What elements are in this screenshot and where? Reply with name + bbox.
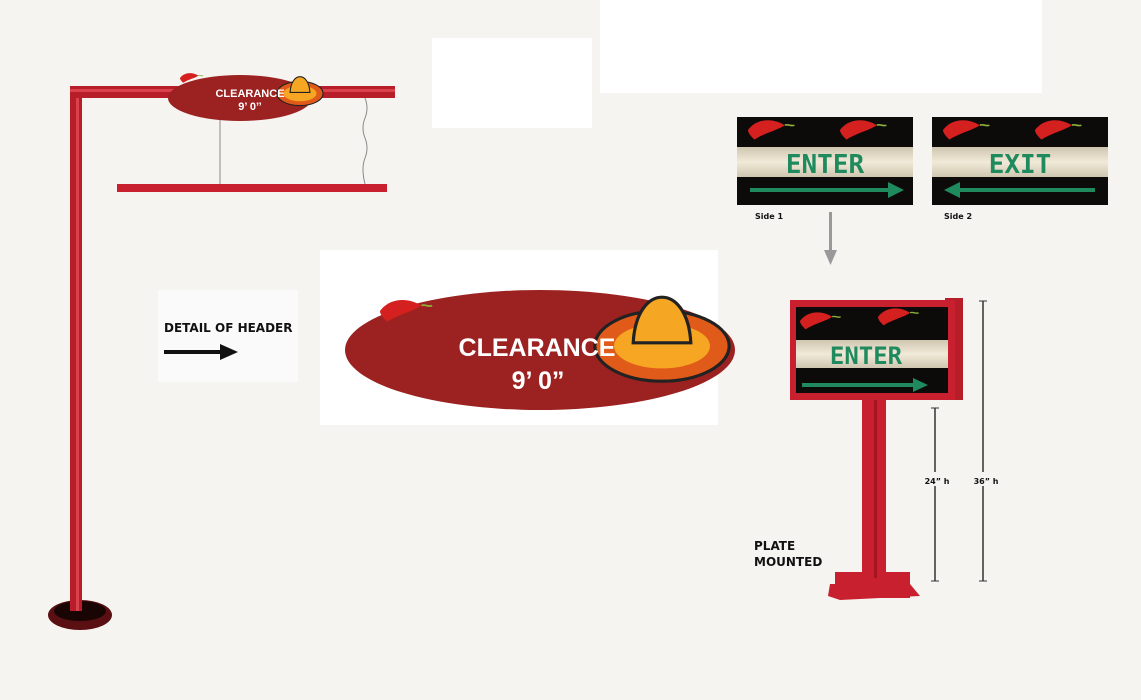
sign-side-1: ENTER <box>737 117 913 205</box>
dim-outer-label: 36” h <box>974 477 999 486</box>
detail-label-bg <box>158 290 298 382</box>
sign-side-2: EXIT <box>932 117 1108 205</box>
plate-label-line2: MOUNTED <box>754 555 822 569</box>
detail-label: DETAIL OF HEADER <box>164 321 293 335</box>
side-2-caption: Side 2 <box>944 212 972 221</box>
arrow-down-icon <box>824 212 837 265</box>
dimension-lines <box>922 300 1002 582</box>
arrow-right-icon <box>164 344 238 360</box>
plate-mounted-sign: ENTER <box>790 298 963 600</box>
side-1-text: ENTER <box>786 150 865 180</box>
plate-label-line1: PLATE <box>754 539 795 553</box>
plate-sign-text: ENTER <box>830 342 903 370</box>
side-2-text: EXIT <box>989 150 1052 180</box>
side-1-caption: Side 1 <box>755 212 783 221</box>
detail-line2: 9’ 0” <box>512 367 565 395</box>
backdrop-patch <box>600 0 1042 93</box>
header-sign-line2: 9’ 0’’ <box>238 101 261 113</box>
header-sign-detail: CLEARANCE 9’ 0” <box>345 290 735 410</box>
backdrop-patch <box>432 38 592 128</box>
header-sign-line1: CLEARANCE <box>215 88 284 100</box>
dim-inner-label: 24” h <box>925 477 950 486</box>
detail-line1: CLEARANCE <box>459 334 616 362</box>
header-sign-small: CLEARANCE 9’ 0’’ <box>168 72 324 121</box>
